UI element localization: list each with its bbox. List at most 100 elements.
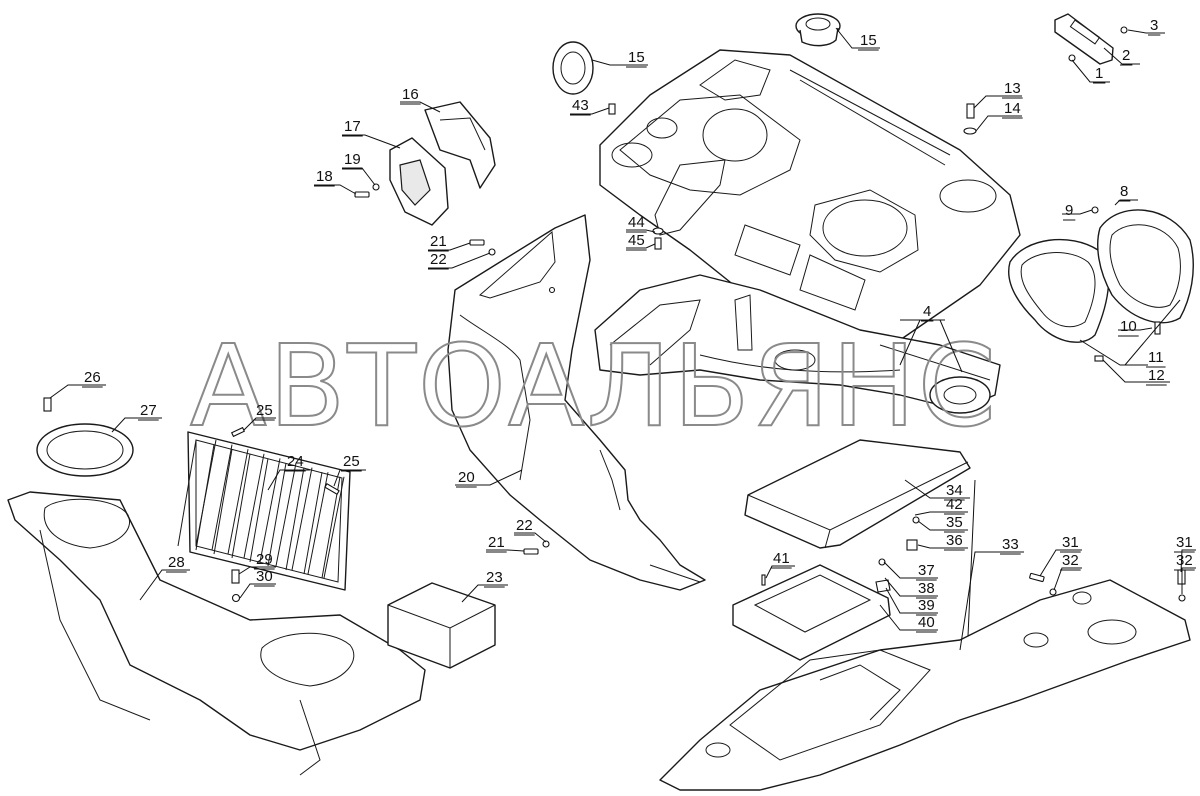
svg-text:18: 18 [316, 168, 333, 185]
svg-text:1: 1 [1095, 65, 1103, 82]
callout-26: 26 [49, 369, 106, 399]
pad-block [387, 582, 496, 669]
watermark-text: АВТОАЛЬЯНС [190, 322, 998, 452]
svg-text:2: 2 [1122, 47, 1130, 64]
callout-25-lower: 25 [333, 453, 366, 487]
net-strand [323, 476, 345, 579]
callout-25-upper: 25 [243, 402, 276, 431]
callout-32-mid: 32 [1053, 552, 1082, 591]
svg-text:41: 41 [773, 550, 790, 567]
net-strand [243, 453, 265, 559]
svg-text:31: 31 [1176, 534, 1193, 551]
callout-3: 3 [1127, 17, 1165, 36]
svg-text:31: 31 [1062, 534, 1079, 551]
callout-34: 34 [904, 479, 976, 637]
callout-17: 17 [342, 118, 401, 149]
net-strand [213, 449, 233, 555]
svg-text:3: 3 [1150, 17, 1158, 34]
callout-38: 38 [884, 577, 938, 599]
svg-text:22: 22 [430, 251, 447, 268]
column-shroud-lower [389, 137, 449, 226]
callout-39: 39 [885, 587, 938, 616]
center-console [659, 569, 1191, 791]
callout-13: 13 [973, 80, 1023, 109]
svg-text:27: 27 [140, 402, 157, 419]
callout-18: 18 [314, 168, 357, 195]
callout-22-upper: 22 [428, 251, 491, 270]
net-strand [227, 449, 249, 555]
callout-31-mid: 31 [1039, 534, 1082, 577]
svg-text:35: 35 [946, 514, 963, 531]
svg-text:37: 37 [918, 562, 935, 579]
svg-text:44: 44 [628, 214, 645, 231]
callout-31-right: 31 [1174, 534, 1196, 573]
svg-text:32: 32 [1176, 552, 1193, 569]
screw-18 [354, 183, 380, 198]
callout-24: 24 [267, 453, 310, 491]
svg-text:30: 30 [256, 568, 273, 585]
callout-42: 42 [914, 496, 968, 516]
net-strand [195, 444, 215, 551]
svg-text:24: 24 [287, 453, 304, 470]
callout-41: 41 [765, 550, 795, 579]
hardware-small [608, 103, 664, 250]
callout-12: 12 [1102, 359, 1170, 386]
callout-2: 2 [1103, 47, 1140, 66]
net-strand [249, 458, 269, 563]
net-strand [285, 467, 305, 571]
svg-text:36: 36 [946, 532, 963, 549]
svg-text:22: 22 [516, 517, 533, 534]
svg-text:14: 14 [1004, 100, 1021, 117]
svg-text:4: 4 [923, 303, 931, 320]
net-strand [211, 444, 233, 551]
callout-22-lower: 22 [514, 517, 547, 543]
rear-shelf-tray [7, 491, 426, 776]
armrest-lid [744, 439, 971, 551]
speaker-grille [36, 397, 134, 477]
net-strand [291, 467, 313, 571]
callout-43: 43 [570, 97, 610, 116]
net-strand [231, 453, 251, 559]
dashboard-lower-frame [594, 274, 1001, 414]
svg-text:25: 25 [343, 453, 360, 470]
svg-text:13: 13 [1004, 80, 1021, 97]
svg-text:38: 38 [918, 580, 935, 597]
net-strand [177, 439, 197, 547]
callout-35: 35 [917, 514, 968, 533]
svg-text:23: 23 [486, 569, 503, 586]
svg-text:20: 20 [458, 469, 475, 486]
callout-21-upper: 21 [428, 233, 471, 252]
dashboard-panel [599, 49, 1021, 351]
svg-text:17: 17 [344, 118, 361, 135]
svg-text:25: 25 [256, 402, 273, 419]
callout-15-left: 15 [591, 49, 648, 68]
net-strand [307, 472, 329, 575]
svg-text:28: 28 [168, 554, 185, 571]
callout-33: 33 [959, 536, 1024, 651]
svg-text:11: 11 [1148, 349, 1164, 366]
net-strand [267, 462, 287, 567]
callout-layer: 1 2 3 4 8 9 10 11 [49, 17, 1196, 651]
trim-ring-rear [1091, 206, 1194, 362]
svg-text:15: 15 [860, 32, 877, 49]
svg-text:15: 15 [628, 49, 645, 66]
callout-11: 11 [1079, 299, 1181, 368]
bolt-13 [963, 103, 977, 135]
callout-45: 45 [626, 232, 656, 251]
svg-text:9: 9 [1065, 202, 1073, 219]
round-cap-left [552, 41, 594, 95]
callout-44: 44 [626, 214, 656, 233]
svg-text:8: 8 [1120, 183, 1128, 200]
svg-text:29: 29 [256, 551, 273, 568]
storage-net [177, 426, 351, 591]
callout-15-top: 15 [835, 27, 880, 51]
net-strand [275, 462, 297, 567]
callout-23: 23 [461, 569, 508, 603]
round-cap-top [795, 13, 841, 47]
callout-30: 30 [239, 568, 276, 599]
callout-36: 36 [917, 532, 968, 551]
net-strand [303, 472, 323, 575]
svg-text:19: 19 [344, 151, 361, 168]
callout-10: 10 [1118, 318, 1153, 337]
